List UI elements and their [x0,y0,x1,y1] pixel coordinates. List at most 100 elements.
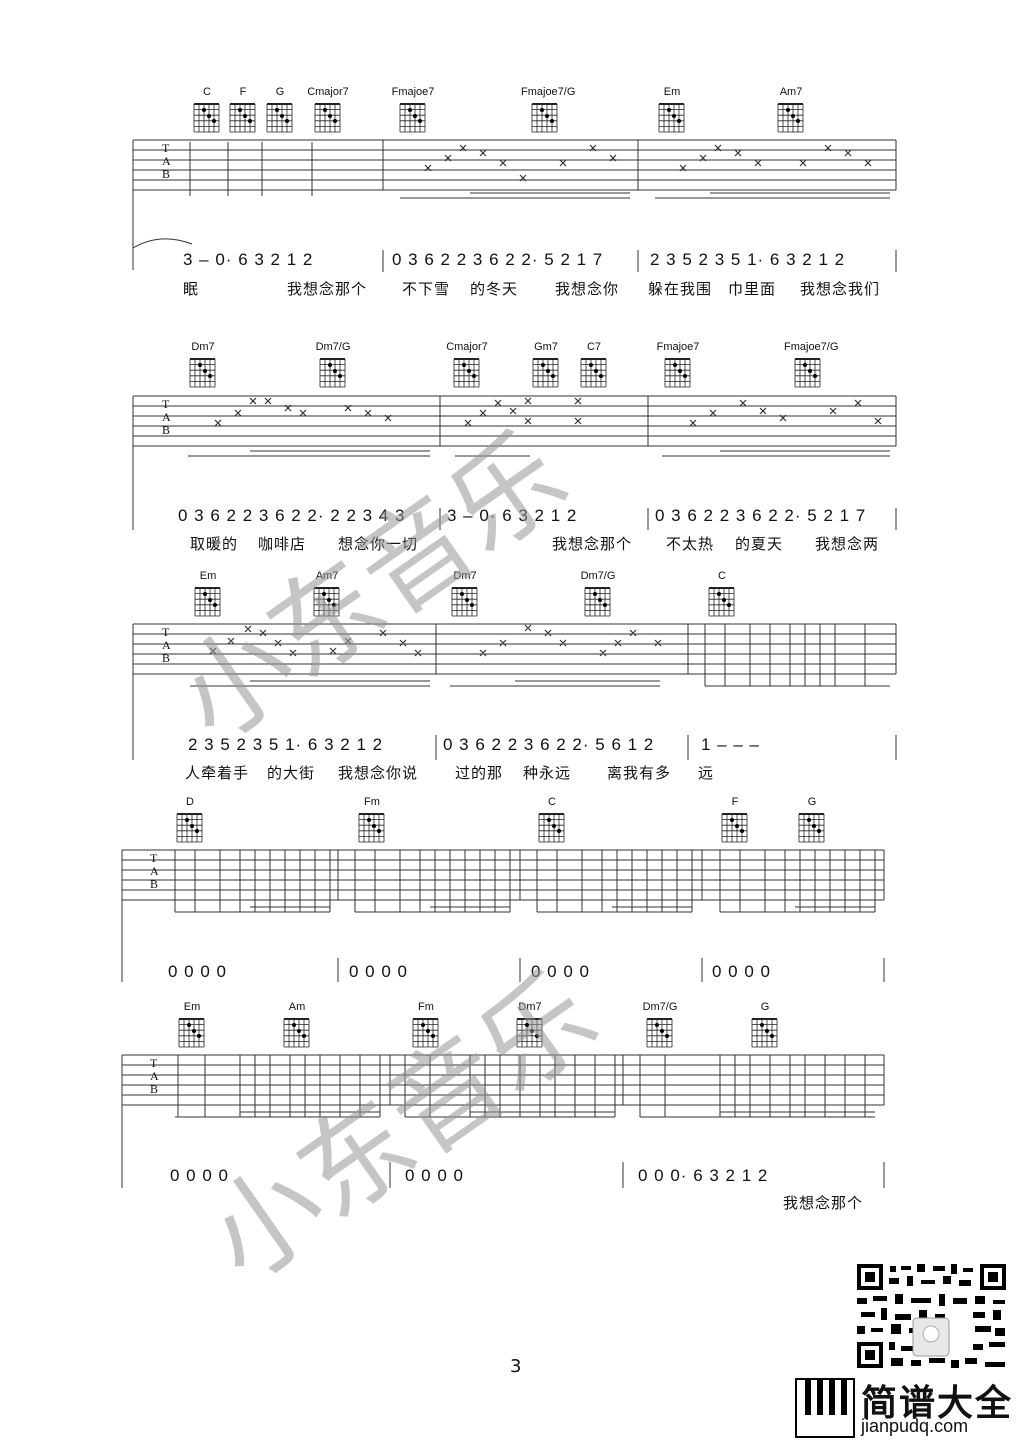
chord-diagram-icon [798,813,825,843]
lyric-text: 远 [698,764,715,782]
chord-fm: Fm [402,1001,450,1049]
chord-diagram-icon [580,358,607,388]
chord-name: C [548,796,556,808]
chord-diagram-icon [412,1018,439,1048]
chord-name: C7 [586,341,602,353]
chord-name: F [731,796,739,808]
chord-fm: Fm [348,796,396,844]
chord-dm7-g: Dm7/G [636,1001,684,1049]
strum-lines [177,1055,866,1117]
chord-diagram-icon [664,358,691,388]
jianpu-measure: 2 3 5 2 3 5 1· 6 3 2 1 2 [650,250,846,269]
lyric-text: 我想念那个 [287,280,368,298]
chord-d: D [166,796,214,844]
chord-diagram-icon [451,587,478,617]
chord-diagram-icon [708,587,735,617]
jianpu-measure: 3 – 0· 6 3 2 1 2 [447,506,578,525]
chord-name: Am [288,1001,306,1013]
chord-diagram-icon [314,103,341,133]
tab-notes [424,144,872,182]
jianpu-measure: 0 0 0· 6 3 2 1 2 [638,1166,769,1185]
lyric-text: 我想念你说 [338,764,419,782]
chord-diagram-icon [777,103,804,133]
chord-name: C [203,86,211,98]
lyric-text: 不下雪 [402,280,451,298]
logo-site: jianpudq.com [861,1416,969,1436]
lyric-text: 离我有多 [607,764,672,782]
lyric-text: 人牵着手 [185,764,250,782]
jianpu-measure: 0 3 6 2 2 3 6 2 2· 5 6 1 2 [443,735,655,754]
chord-name: Fmajoe7 [656,341,700,353]
chord-g: G [256,86,304,134]
chord-diagram-icon [531,103,558,133]
jianpu-measure: 0 3 6 2 2 3 6 2 2· 5 2 1 7 [655,506,867,525]
jianpu-measure: 0 0 0 0 [712,962,771,981]
chord-dm7-g: Dm7/G [574,570,622,618]
jianpu-measure: 0 0 0 0 [349,962,408,981]
chord-name: G [760,1001,770,1013]
lyric-text: 过的那 [455,764,504,782]
tab-notes [214,397,882,427]
chord-diagram-icon [194,587,221,617]
chord-name: Em [199,570,217,582]
chord-name: Dm7 [518,1001,542,1013]
strum-lines [174,850,876,912]
chord-diagram-icon [229,103,256,133]
chord-c: C [698,570,746,618]
chord-diagram-icon [584,587,611,617]
chord-diagram-icon [646,1018,673,1048]
chord-name: Am7 [779,86,803,98]
chord-diagram-icon [794,358,821,388]
tab-notes [209,624,662,657]
chord-diagram-icon [453,358,480,388]
chord-diagram-icon [658,103,685,133]
lyric-text: 咖啡店 [258,535,307,553]
chord-name: Fm [418,1001,434,1013]
chord-am7: Am7 [303,570,351,618]
chord-name: Em [663,86,681,98]
lyric-text: 取暖的 [190,535,239,553]
tab-staff-3 [132,623,897,760]
chord-diagram-icon [178,1018,205,1048]
lyric-text: 我想念那个 [783,1194,864,1212]
chord-f: F [711,796,759,844]
chord-name: Dm7/G [580,570,616,582]
tab-staff-5 [121,1054,885,1188]
tab-staff-4 [121,849,885,982]
chord-cmajor7: Cmajor7 [304,86,352,134]
lyric-text: 的大街 [267,764,316,782]
jianpu-measure: 0 0 0 0 [168,962,227,981]
lyric-text: 我想念你 [555,280,620,298]
chord-fmajoe7-g: Fmajoe7/G [784,341,839,389]
chord-diagram-icon [176,813,203,843]
chord-name: Em [183,1001,201,1013]
tab-staff-1 [132,139,897,272]
lyric-text: 想念你一切 [338,535,419,553]
chord-fmajoe7: Fmajoe7 [654,341,702,389]
chord-diagram-icon [532,358,559,388]
chord-name: Dm7/G [642,1001,678,1013]
site-logo: 简谱大全 jianpudq.com [795,1378,1020,1440]
jianpu-measure: 0 3 6 2 2 3 6 2 2· 5 2 1 7 [392,250,604,269]
chord-g: G [788,796,836,844]
chord-name: Fmajoe7/G [784,341,839,353]
chord-name: Fm [364,796,380,808]
lyric-text: 种永远 [523,764,572,782]
lyric-text: 眠 [183,280,200,298]
chord-gm7: Gm7 [522,341,570,389]
piano-keys-icon [795,1378,855,1438]
chord-name: G [275,86,285,98]
chord-em: Em [184,570,232,618]
chord-name: Fmajoe7 [391,86,435,98]
chord-dm7: Dm7 [506,1001,554,1049]
chord-g: G [741,1001,789,1049]
chord-name: Am7 [315,570,339,582]
chord-diagram-icon [266,103,293,133]
page-number: 3 [510,1356,522,1377]
chord-diagram-icon [358,813,385,843]
